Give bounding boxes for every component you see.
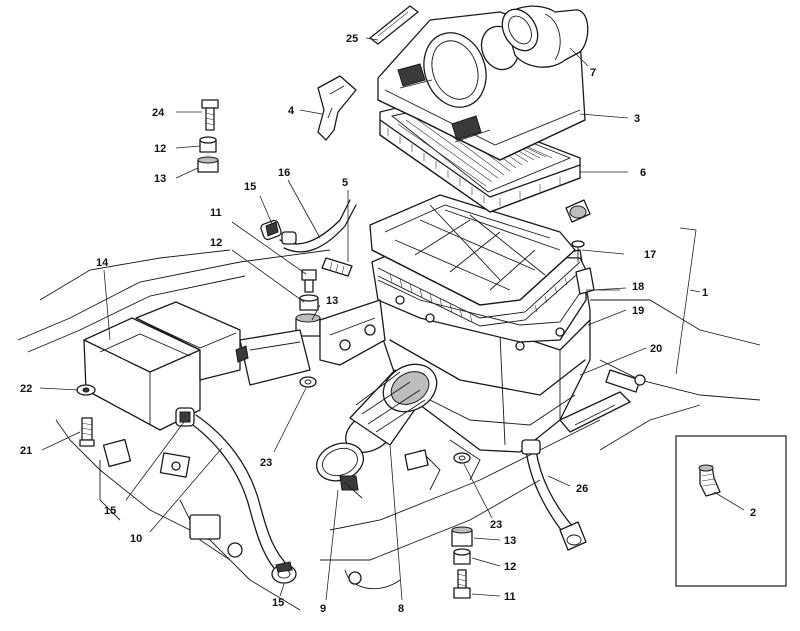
washer-right (453, 452, 471, 464)
washer-left (299, 376, 317, 388)
callout-10: 10 (130, 533, 142, 545)
callout-26: 26 (576, 483, 588, 495)
leader-lines (39, 37, 745, 601)
callout-6: 6 (640, 167, 646, 179)
airbox-housing (369, 194, 620, 453)
callout-20: 20 (650, 343, 662, 355)
airbox-top-cover (377, 11, 586, 161)
screw-17 (571, 240, 585, 262)
callout-19: 19 (632, 305, 644, 317)
callout-23-left: 23 (260, 457, 272, 469)
hose-clip-lower (271, 561, 297, 584)
dowel-pin (321, 257, 353, 277)
callout-12-middle: 12 (210, 237, 222, 249)
callout-15-middle: 15 (104, 505, 116, 517)
callout-13-middle: 13 (326, 295, 338, 307)
gasket-strip (369, 5, 419, 45)
callout-3: 3 (634, 113, 640, 125)
frame-brackets (102, 369, 646, 585)
callout-23-right: 23 (490, 519, 502, 531)
breather-hose (175, 407, 291, 576)
callout-25: 25 (346, 33, 358, 45)
callout-16: 16 (278, 167, 290, 179)
callout-13-upper: 13 (154, 173, 166, 185)
callout-12-lower: 12 (504, 561, 516, 573)
bolt-stack-upper (197, 99, 219, 173)
callout-24: 24 (152, 107, 165, 119)
callout-2: 2 (750, 507, 756, 519)
inset-box (675, 435, 787, 587)
callout-4: 4 (288, 105, 295, 117)
hose-clamp (315, 442, 365, 499)
callout-5: 5 (342, 177, 348, 189)
retaining-clip (317, 75, 357, 141)
callout-11-lower: 11 (504, 591, 516, 603)
callout-12-upper: 12 (154, 143, 166, 155)
callout-1: 1 (702, 287, 708, 299)
callout-13-lower: 13 (504, 535, 516, 547)
vent-hose-upper (260, 199, 357, 253)
screw-and-washer (76, 384, 96, 447)
bolt-stack-lower (451, 526, 473, 599)
callout-7: 7 (590, 67, 596, 79)
intake-boot (345, 363, 438, 453)
drain-tube (521, 439, 587, 551)
callout-14: 14 (96, 257, 109, 269)
callout-15-lower: 15 (272, 597, 284, 609)
mounting-bracket (232, 299, 386, 386)
callout-22: 22 (20, 383, 32, 395)
callout-21: 21 (20, 445, 32, 457)
callout-18: 18 (632, 281, 644, 293)
callout-17: 17 (644, 249, 656, 261)
callout-9: 9 (320, 603, 326, 615)
callout-11-upper: 11 (210, 207, 222, 219)
callout-15-upper: 15 (244, 181, 256, 193)
callout-8: 8 (398, 603, 404, 615)
callout-labels: 25 7 3 4 24 12 13 6 15 16 5 11 17 12 14 … (20, 33, 756, 615)
intake-trumpet (501, 5, 589, 68)
